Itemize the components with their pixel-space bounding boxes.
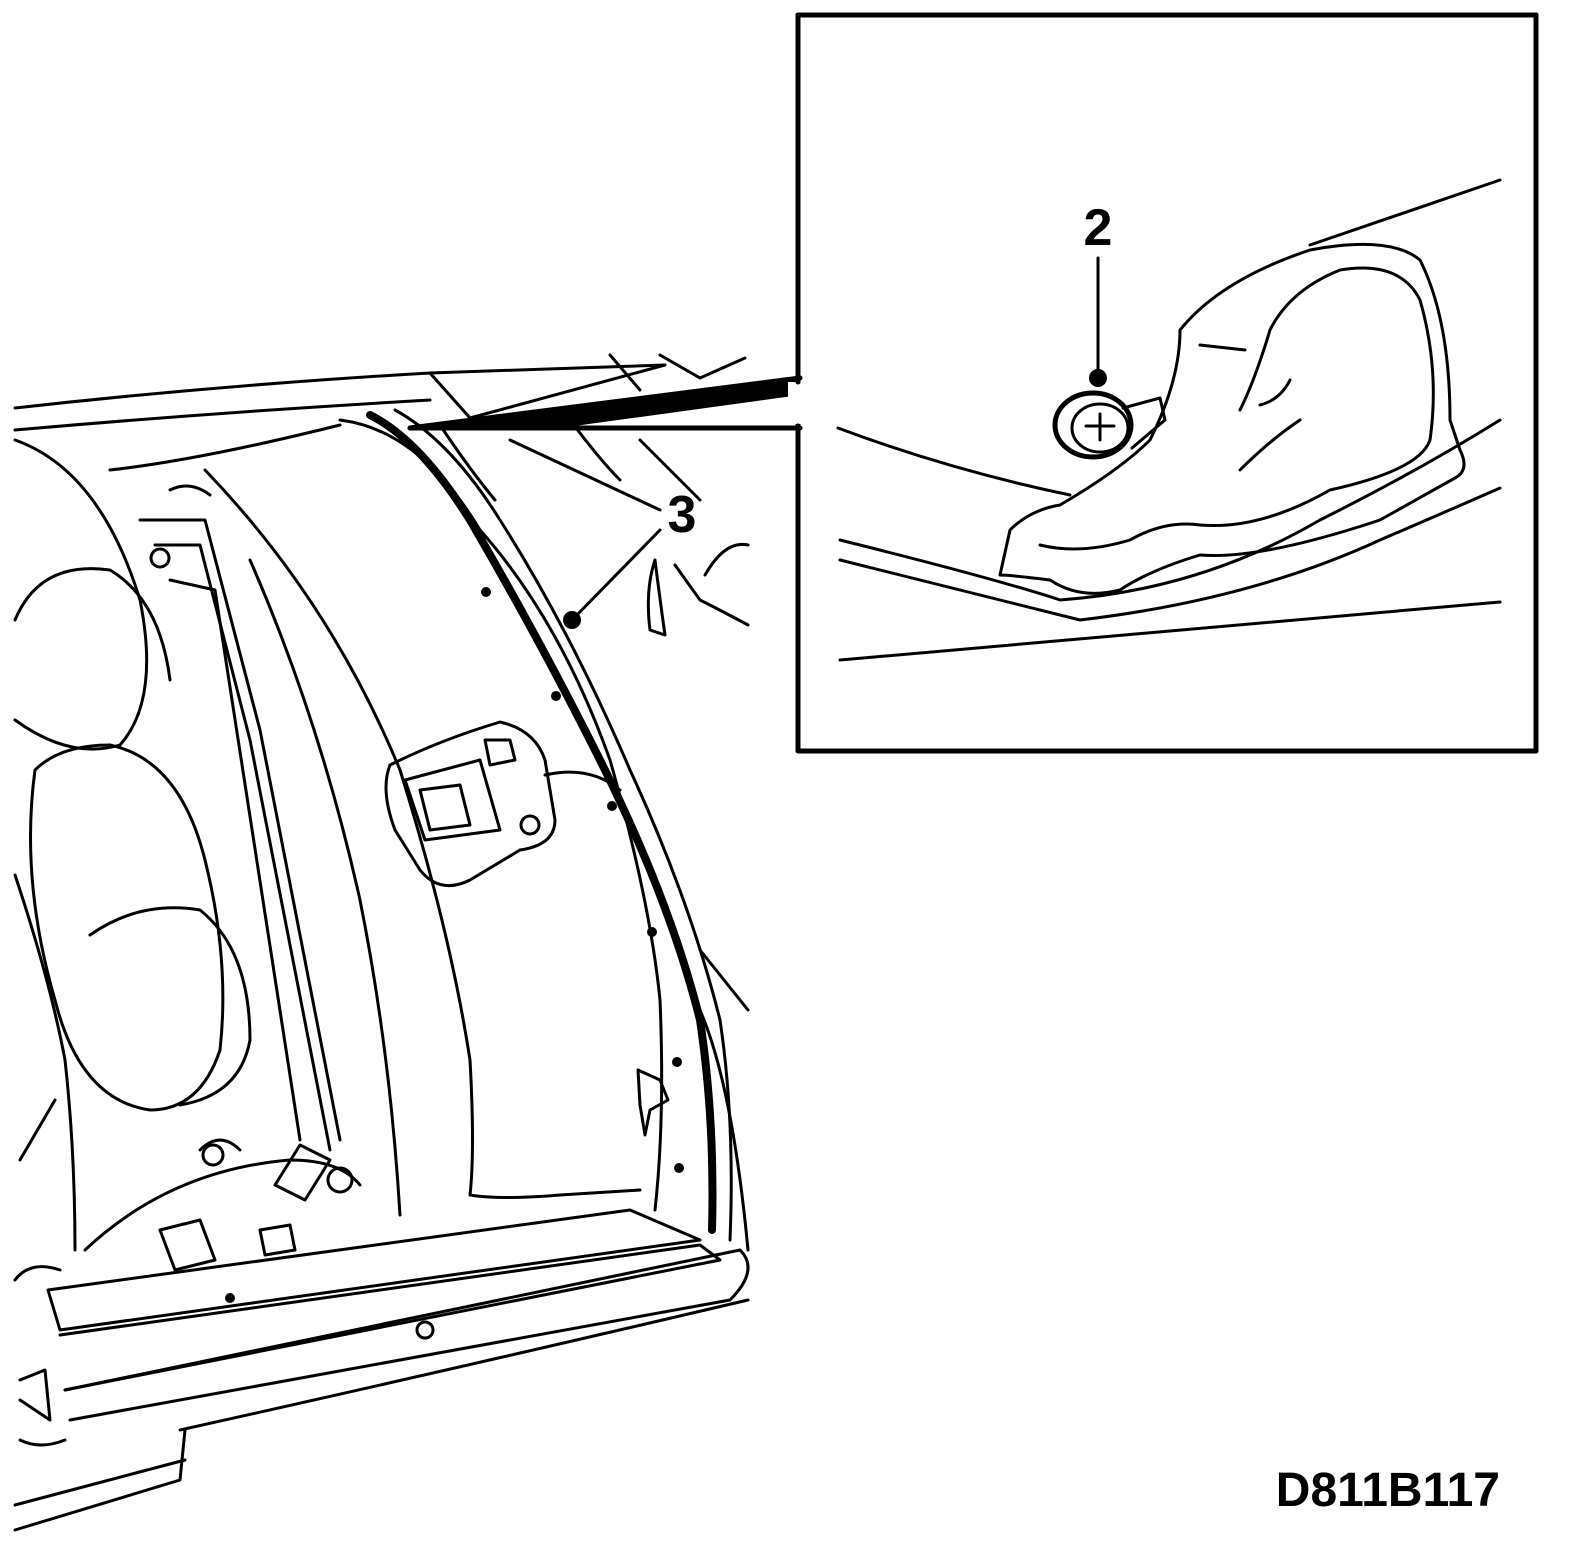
figure-id: D811B117 [1276,1464,1500,1517]
vehicle-rear-drawing [13,353,750,1532]
callout-3-leader [563,528,662,629]
screw-2 [1052,390,1167,460]
callout-3-label: 3 [668,486,697,544]
callout-2-leader [1089,256,1107,387]
callout-2-label: 2 [1084,199,1113,257]
detail-inset [407,12,1539,754]
